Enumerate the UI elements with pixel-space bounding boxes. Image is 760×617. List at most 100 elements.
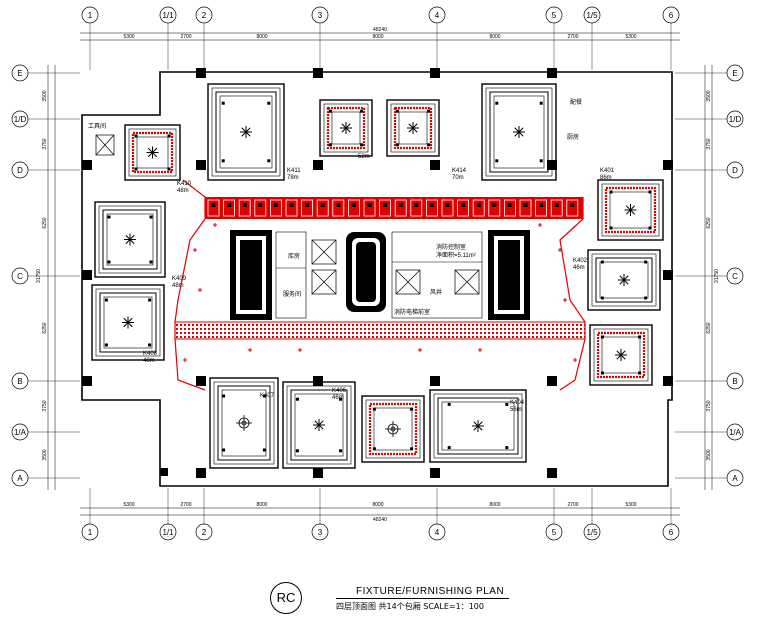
dimension-text: 6250 <box>706 217 712 228</box>
pendant-light-icon <box>385 421 401 437</box>
grid-label: D <box>17 166 23 175</box>
dimension-text: 5300 <box>123 34 134 40</box>
row-grid-lines <box>28 72 727 479</box>
overall-dimension-bottom: 48240 <box>373 517 387 523</box>
grid-label: A <box>17 474 23 483</box>
room-area-k401: 86m <box>600 175 612 181</box>
side-dimension-lines <box>47 65 713 490</box>
ceiling-cell <box>410 199 423 217</box>
drawing-title: FIXTURE/FURNISHING PLAN <box>356 586 505 597</box>
ceiling-cell <box>301 199 314 217</box>
room-ceiling-k405 <box>361 395 425 463</box>
downlights <box>295 397 343 453</box>
north-corridor-cells <box>207 199 579 217</box>
grid-label: B <box>732 377 737 386</box>
label-area-note: 净面积=5.11m² <box>436 251 476 259</box>
label-storage: 库房 <box>288 252 300 260</box>
light-fixture <box>523 203 528 207</box>
dimension-text: 2700 <box>180 502 191 508</box>
downlights <box>134 134 171 171</box>
label-shaft: 风井 <box>430 288 442 296</box>
room-ceiling-k413 <box>386 99 440 157</box>
label-kitchen: 厨房 <box>567 133 579 141</box>
grid-label: 2 <box>202 528 207 537</box>
light-fixture <box>414 203 419 207</box>
dimension-text: 8000 <box>256 502 267 508</box>
light-fixture <box>554 203 559 207</box>
ceiling-cell <box>519 199 532 217</box>
dimension-text: 8000 <box>489 502 500 508</box>
grid-label: 3 <box>318 11 323 20</box>
room-label-k401: K401 <box>600 168 615 174</box>
light-fixture <box>461 203 466 207</box>
grid-label: 1/D <box>14 115 27 124</box>
drawing-subtitle: 四层顶面图 共14个包厢 SCALE=1：100 <box>336 602 484 611</box>
downlights <box>495 101 543 163</box>
grid-label: C <box>732 272 738 281</box>
room-ceiling-k404 <box>429 389 527 463</box>
grid-bubble-1: 1 <box>81 6 99 24</box>
corridor-edge-west <box>174 179 206 391</box>
ceiling-cell <box>457 199 470 217</box>
light-fixture <box>539 203 544 207</box>
downlights <box>600 335 642 375</box>
bottom-column-bubbles: 1 1/1 2 3 4 5 1/5 6 <box>81 523 680 541</box>
room-area-k402: 46m <box>573 265 585 271</box>
light-fixture <box>429 203 434 207</box>
ceiling-cell <box>332 199 345 217</box>
ceiling-cell <box>223 199 236 217</box>
light-fixture <box>320 203 325 207</box>
bottom-dimension-lines <box>80 507 680 516</box>
grid-label: 1 <box>88 11 93 20</box>
grid-bubble-5: 5 <box>545 523 563 541</box>
chandelier-icon <box>615 349 627 361</box>
elevator-cars <box>95 134 480 295</box>
ceiling-cell <box>488 199 501 217</box>
grid-bubble-E: E <box>726 64 744 82</box>
grid-bubble-C: C <box>11 267 29 285</box>
grid-bubble-1-1: 1/1 <box>159 523 177 541</box>
dimension-text: 5300 <box>625 502 636 508</box>
label-lift-lobby: 消防电梯前室 <box>394 308 430 316</box>
room-ceiling-k409 <box>94 201 166 278</box>
dimension-text: 3750 <box>706 138 712 149</box>
grid-bubble-1-A: 1/A <box>726 423 744 441</box>
private-rooms <box>91 83 664 469</box>
ceiling-cell <box>503 199 516 217</box>
room-ceiling-k401 <box>597 179 664 241</box>
ceiling-cell <box>379 199 392 217</box>
downlights <box>609 190 652 230</box>
grid-bubble-B: B <box>726 372 744 390</box>
chandelier-icon <box>146 146 159 159</box>
room-label-k406: K406 <box>332 388 347 394</box>
grid-bubble-6: 6 <box>662 6 680 24</box>
floor-plan-drawing: 1 1/1 2 3 4 5 1/5 6 1 1/1 2 3 4 5 1/5 6 … <box>11 6 744 541</box>
ceiling-cell <box>254 199 267 217</box>
ceiling-cell <box>472 199 485 217</box>
ceiling-cell <box>316 199 329 217</box>
left-segment-dimensions: 3500 3750 6250 6250 3750 3500 31750 <box>36 90 48 460</box>
ceiling-cell <box>550 199 563 217</box>
ceiling-cell <box>425 199 438 217</box>
chandelier-icon <box>624 204 637 216</box>
room-ceiling-k412 <box>319 99 373 157</box>
overall-dimension-left: 31750 <box>36 269 42 283</box>
dimension-text: 3500 <box>42 449 48 460</box>
room-label-k411: K411 <box>287 168 301 174</box>
light-fixture <box>445 203 450 207</box>
light-fixture <box>258 203 263 207</box>
grid-label: 3 <box>318 528 323 537</box>
bottom-segment-dimensions: 5300 2700 8000 8000 8000 2700 5300 <box>123 502 636 508</box>
room-area-k411: 78m <box>287 175 299 181</box>
chandelier-icon <box>513 126 525 138</box>
right-row-bubbles: E 1/D D C B 1/A A <box>726 64 744 487</box>
light-fixture <box>570 203 575 207</box>
light-fixture <box>289 203 294 207</box>
label-pantry: 配餐 <box>570 98 582 106</box>
corridor-fixtures <box>183 223 577 362</box>
ceiling-cell <box>394 199 407 217</box>
room-ceiling-k402 <box>587 249 661 311</box>
ceiling-cell <box>285 199 298 217</box>
dimension-text: 2700 <box>567 502 578 508</box>
room-ceiling-k414 <box>481 83 557 181</box>
